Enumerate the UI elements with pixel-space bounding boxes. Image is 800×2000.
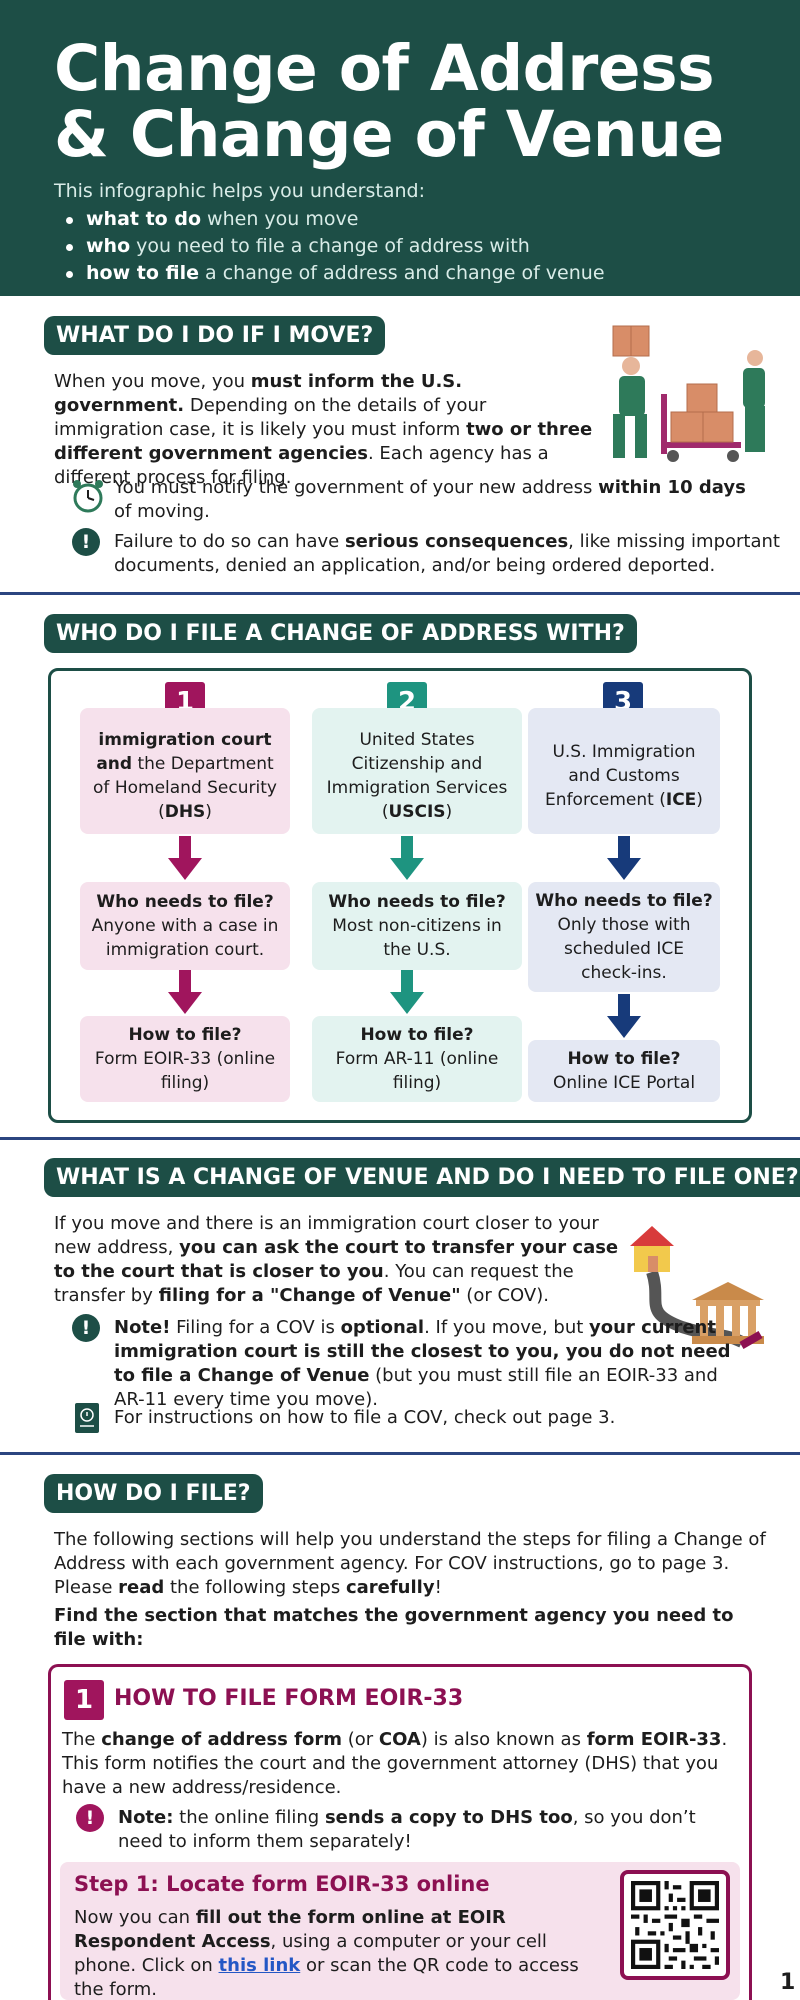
arrow-down-icon xyxy=(168,836,202,880)
how-card-ice-portal: How to file?Online ICE Portal xyxy=(528,1040,720,1102)
hero-intro: This infographic helps you understand: xyxy=(54,180,425,202)
hero-banner: Change of Address & Change of Venue This… xyxy=(0,0,800,296)
eoir33-box xyxy=(48,1664,752,2000)
title-line-2: & Change of Venue xyxy=(54,98,724,171)
list-item: who you need to file a change of address… xyxy=(58,233,800,260)
section-divider xyxy=(0,1452,800,1455)
exclamation-icon: ! xyxy=(76,1804,104,1832)
agency-grid xyxy=(48,668,752,1123)
list-item: how to file a change of address and chan… xyxy=(58,260,800,287)
document-icon xyxy=(75,1403,99,1433)
how-paragraph: The following sections will help you und… xyxy=(54,1529,766,1598)
alarm-clock-icon xyxy=(73,480,103,513)
agency-card-uscis: United States Citizenship and Immigratio… xyxy=(312,708,522,834)
page-title: Change of Address & Change of Venue xyxy=(54,36,800,168)
qr-code[interactable] xyxy=(620,1870,730,1980)
movers-illustration xyxy=(612,325,765,462)
cov-instructions-row: For instructions on how to file a COV, c… xyxy=(74,1403,760,1434)
section-heading-who: WHO DO I FILE A CHANGE OF ADDRESS WITH? xyxy=(44,614,637,653)
page-number: 1 xyxy=(780,1970,796,1995)
who-card-immigration-court: Who needs to file?Anyone with a case in … xyxy=(80,882,290,970)
how-card-ar11: How to file?Form AR-11 (online filing) xyxy=(312,1016,522,1102)
exclamation-icon: ! xyxy=(72,528,100,556)
who-card-uscis: Who needs to file?Most non-citizens in t… xyxy=(312,882,522,970)
cov-note-row: ! Note! Filing for a COV is optional. If… xyxy=(72,1314,758,1412)
failure-row: ! Failure to do so can have serious cons… xyxy=(72,528,784,578)
arrow-down-icon xyxy=(168,970,202,1014)
qr-code-graphic xyxy=(631,1881,719,1969)
find-section-text: Find the section that matches the govern… xyxy=(54,1605,734,1650)
agency-card-immigration-court: immigration court and the Department of … xyxy=(80,708,290,834)
courthouse-road-illustration xyxy=(630,1226,764,1349)
exclamation-icon: ! xyxy=(72,1314,100,1342)
eoir33-number: 1 xyxy=(64,1680,104,1720)
section-heading-move: WHAT DO I DO IF I MOVE? xyxy=(44,316,386,355)
step-1-title: Step 1: Locate form EOIR-33 online xyxy=(74,1872,490,1896)
title-line-1: Change of Address xyxy=(54,32,715,105)
section-divider xyxy=(0,1137,800,1140)
arrow-down-icon xyxy=(607,994,641,1038)
agency-card-ice: U.S. Immigration and Customs Enforcement… xyxy=(528,708,720,834)
hero-bullets: what to do when you move who you need to… xyxy=(58,206,800,287)
arrow-down-icon xyxy=(390,970,424,1014)
who-card-ice: Who needs to file?Only those with schedu… xyxy=(528,882,720,992)
arrow-down-icon xyxy=(390,836,424,880)
move-paragraph: When you move, you must inform the U.S. … xyxy=(54,371,593,488)
how-card-eoir33: How to file?Form EOIR-33 (online filing) xyxy=(80,1016,290,1102)
section-heading-venue: WHAT IS A CHANGE OF VENUE AND DO I NEED … xyxy=(44,1158,800,1197)
arrow-down-icon xyxy=(607,836,641,880)
eoir33-note-row: ! Note: the online filing sends a copy t… xyxy=(76,1804,746,1854)
list-item: what to do when you move xyxy=(58,206,800,233)
step-1-text: Now you can fill out the form online at … xyxy=(74,1907,579,2000)
notify-row: You must notify the government of your n… xyxy=(70,476,760,524)
eoir33-title: HOW TO FILE FORM EOIR-33 xyxy=(114,1686,464,1711)
section-heading-how: HOW DO I FILE? xyxy=(44,1474,263,1513)
section-divider xyxy=(0,592,800,595)
venue-paragraph: If you move and there is an immigration … xyxy=(54,1213,619,1306)
eoir-link[interactable]: this link xyxy=(218,1955,301,1976)
eoir33-paragraph: The change of address form (or COA) is a… xyxy=(62,1729,728,1798)
